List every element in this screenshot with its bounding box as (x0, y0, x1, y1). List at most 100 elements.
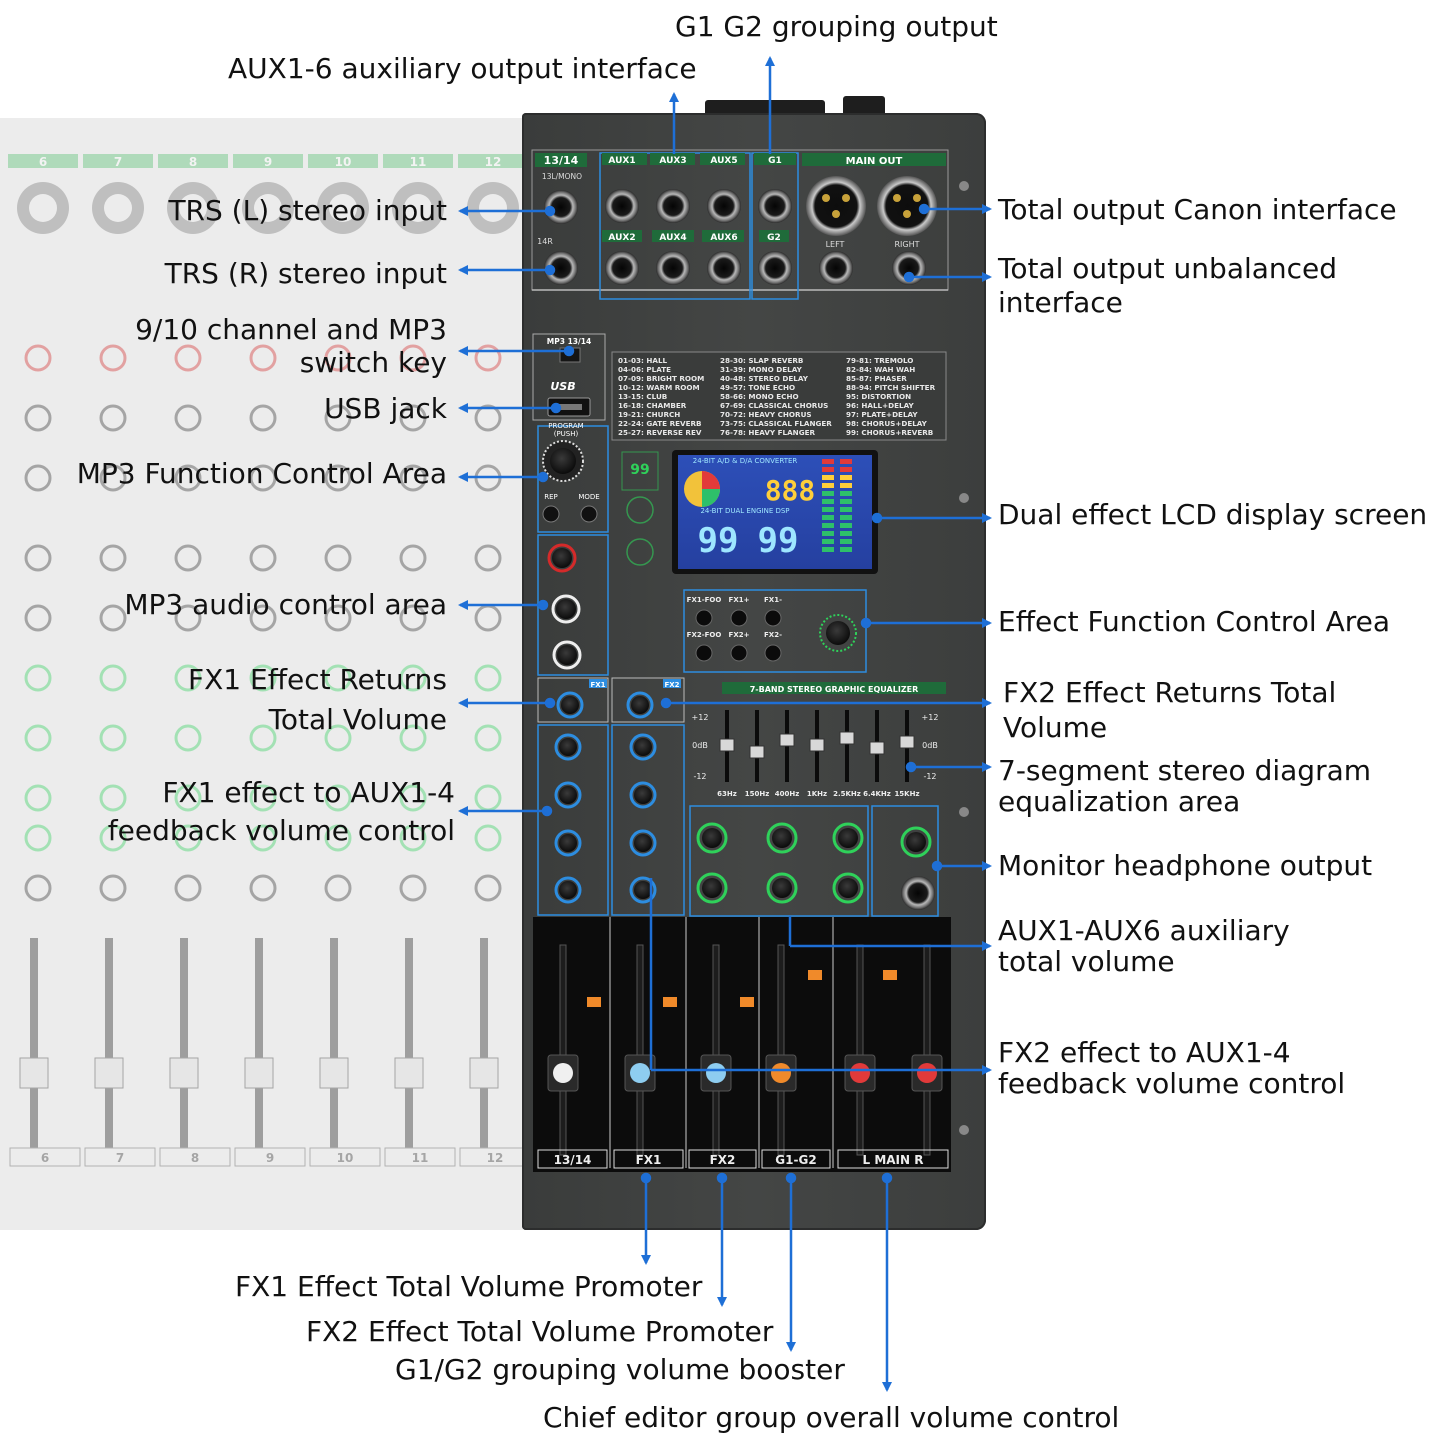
aux1-master-knob[interactable] (696, 822, 728, 854)
headphone-level-knob[interactable] (900, 826, 932, 858)
mode-button[interactable] (580, 505, 598, 523)
eq-slider-15khz[interactable] (899, 735, 915, 749)
eq-title: 7-BAND STEREO GRAPHIC EQUALIZER (750, 685, 919, 694)
g1g2-to-lr-button[interactable] (808, 970, 822, 980)
fx2-g1g2-button[interactable] (740, 997, 754, 1007)
ch1314-fader[interactable] (547, 1054, 579, 1092)
eq-slider-400hz[interactable] (779, 733, 795, 747)
fx-preset-item: 97: PLATE+DELAY (846, 410, 918, 419)
strip-label-box (537, 1149, 608, 1169)
lcd-fx2-number: 99 (758, 521, 799, 561)
main-left-trs-jack[interactable] (819, 251, 853, 285)
faded-knob (399, 604, 427, 632)
fader-section (533, 917, 951, 1172)
fx1-to-aux3-knob[interactable] (554, 829, 582, 857)
mp3-low-knob[interactable] (552, 640, 582, 670)
lcd-meter-seg (840, 459, 852, 464)
aux2-jack[interactable] (605, 251, 639, 285)
fx1-g1g2-button[interactable] (663, 997, 677, 1007)
faded-knob (474, 724, 502, 752)
fx-button-fx2-foo[interactable] (695, 644, 713, 662)
mp3-switch-label: MP3 13/14 (547, 337, 591, 346)
faded-fader-cap (244, 1057, 274, 1089)
mode-label: MODE (578, 493, 599, 501)
aux3-jack[interactable] (656, 189, 690, 223)
faded-channel-footer (234, 1147, 306, 1167)
callout-fx1-aux-2: feedback volume control (107, 814, 455, 847)
fx2-to-aux2-knob[interactable] (629, 781, 657, 809)
fx1-return-knob[interactable] (556, 691, 584, 719)
fx-button-fx2-[interactable] (764, 644, 782, 662)
aux1-jack[interactable] (605, 189, 639, 223)
fx2-to-aux1-knob[interactable] (629, 733, 657, 761)
faded-footer-number: 10 (337, 1151, 354, 1165)
fx1-to-aux2-knob[interactable] (554, 781, 582, 809)
aux6-label: AUX6 (710, 233, 737, 243)
dsp-program-knob[interactable] (819, 614, 857, 652)
g1-jack[interactable] (758, 189, 792, 223)
eq-slider-2.5khz[interactable] (839, 731, 855, 745)
lcd-meter-seg (822, 475, 834, 480)
ch1314-lr-button[interactable] (587, 997, 601, 1007)
mp3-high-knob[interactable] (551, 594, 581, 624)
main-left-xlr[interactable] (806, 176, 866, 236)
faded-knob (324, 464, 352, 492)
fx2-master-fader[interactable] (700, 1054, 732, 1092)
aux3-master-knob[interactable] (832, 822, 864, 854)
fx-button-fx2-[interactable] (730, 644, 748, 662)
faded-knob (474, 344, 502, 372)
g2-jack[interactable] (758, 251, 792, 285)
aux4-master-knob[interactable] (696, 872, 728, 904)
faded-knob (249, 874, 277, 902)
main-right-fader[interactable] (911, 1054, 943, 1092)
aux5-master-knob[interactable] (766, 872, 798, 904)
aux4-jack[interactable] (656, 251, 690, 285)
faded-knob (249, 464, 277, 492)
lcd-meter-seg (840, 539, 852, 544)
lcd-meter-seg (822, 523, 834, 528)
aux6-jack[interactable] (707, 251, 741, 285)
callout-fx2-return-2: Volume (1003, 711, 1108, 744)
trs-right-jack[interactable] (544, 251, 578, 285)
rep-button[interactable] (542, 505, 560, 523)
lcd-meter-seg (822, 515, 834, 520)
faded-knob (324, 874, 352, 902)
fx2-to-aux3-knob[interactable] (629, 829, 657, 857)
fx-button-fx1-foo[interactable] (695, 609, 713, 627)
faded-channel-footer (309, 1147, 381, 1167)
mp3-gain-knob[interactable] (547, 543, 577, 573)
faded-knob (399, 404, 427, 432)
fx2-return-knob[interactable] (626, 691, 654, 719)
headphone-jack[interactable] (901, 876, 935, 910)
main-left-fader[interactable] (844, 1054, 876, 1092)
eq-slider-63hz[interactable] (719, 738, 735, 752)
eq-slider-6.4khz[interactable] (869, 741, 885, 755)
g1g2-fader[interactable] (765, 1054, 797, 1092)
eq-slider-150hz[interactable] (749, 745, 765, 759)
fx-button-fx1-[interactable] (730, 609, 748, 627)
fx1-to-aux1-knob[interactable] (554, 733, 582, 761)
aux3-label: AUX3 (659, 156, 686, 166)
fx2-to-aux4-knob[interactable] (629, 876, 657, 904)
mp3-program-knob[interactable] (542, 440, 584, 482)
eq-slider-1khz[interactable] (809, 738, 825, 752)
main-right-xlr[interactable] (877, 176, 937, 236)
fader-track (777, 944, 785, 1156)
faded-knob (174, 544, 202, 572)
fx-button-fx1-[interactable] (764, 609, 782, 627)
faded-knob (399, 874, 427, 902)
aux5-jack[interactable] (707, 189, 741, 223)
lcd-meter-seg (822, 499, 834, 504)
fx1-master-fader[interactable] (624, 1054, 656, 1092)
callout-headphone: Monitor headphone output (998, 849, 1373, 882)
fx1-to-aux4-knob[interactable] (554, 876, 582, 904)
aux6-master-knob[interactable] (832, 872, 864, 904)
aux2-master-knob[interactable] (766, 822, 798, 854)
faded-knob (99, 404, 127, 432)
eq-freq-label: 63Hz (717, 790, 737, 798)
faded-knob (249, 404, 277, 432)
eq-freq-label: 400Hz (775, 790, 800, 798)
